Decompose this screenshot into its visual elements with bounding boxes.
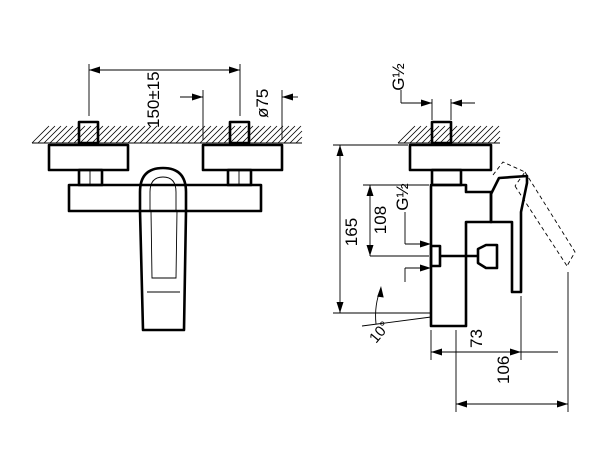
hatch-line <box>181 125 200 144</box>
hatch-line <box>97 125 116 144</box>
hatch-line <box>397 125 416 144</box>
front-body <box>67 183 263 213</box>
hatch-line <box>211 125 230 144</box>
hatch-line <box>415 125 434 144</box>
hatch-line <box>259 125 278 144</box>
hatch-line <box>253 125 272 144</box>
dim-spacing: 150±15 <box>144 71 163 128</box>
hatch-line <box>85 125 104 144</box>
hatch-line <box>145 125 164 144</box>
hatch-line <box>205 125 224 144</box>
hatch-line <box>157 125 176 144</box>
hatch-line <box>121 125 140 144</box>
hatch-line <box>229 125 248 144</box>
hatch-line <box>493 136 501 144</box>
dim-depth-long: 106 <box>494 356 513 384</box>
hatch-line <box>295 136 303 144</box>
front-right-connector <box>226 168 253 187</box>
hatch-line <box>403 125 422 144</box>
hatch-line <box>241 125 260 144</box>
hatch-line <box>73 125 92 144</box>
hatch-line <box>43 125 62 144</box>
front-left-pipe <box>77 120 100 145</box>
hatch-line <box>91 125 110 144</box>
hatch-line <box>193 125 212 144</box>
hatch-line <box>457 125 476 144</box>
dim-thread-top: G½ <box>389 63 408 90</box>
hatch-line <box>271 125 290 144</box>
hatch-line <box>139 125 158 144</box>
hatch-line <box>475 125 494 144</box>
hatch-line <box>445 125 464 144</box>
hatch-line <box>61 125 80 144</box>
hatch-line <box>481 125 500 144</box>
hatch-line <box>187 125 206 144</box>
hatch-line <box>199 125 218 144</box>
hatch-line <box>115 125 134 144</box>
side-wall-hatch <box>397 125 501 144</box>
side-pipe <box>430 120 453 145</box>
hatch-line <box>55 125 74 144</box>
side-view: G½ G½ 108 165 10° <box>333 63 576 412</box>
dim-depth-short: 73 <box>467 329 486 348</box>
dim-thread-side: G½ <box>393 183 412 210</box>
hatch-line <box>247 125 266 144</box>
hatch-line <box>175 125 194 144</box>
front-left-flange <box>47 143 130 172</box>
hatch-line <box>283 125 302 144</box>
hatch-line <box>277 125 296 144</box>
dim-height-inner: 108 <box>371 206 390 234</box>
hatch-line <box>103 125 122 144</box>
hatch-line <box>265 125 284 144</box>
hatch-line <box>37 125 56 144</box>
hatch-line <box>151 125 170 144</box>
hatch-line <box>67 125 86 144</box>
front-right-pipe <box>228 120 251 145</box>
side-lever <box>489 174 529 294</box>
side-flange <box>408 143 493 172</box>
hatch-line <box>451 125 470 144</box>
side-lever-dashed <box>492 161 576 267</box>
hatch-line <box>409 125 428 144</box>
front-spout <box>138 166 188 332</box>
hatch-line <box>433 125 452 144</box>
hatch-line <box>49 125 68 144</box>
side-connector <box>430 168 463 187</box>
hatch-line <box>469 125 488 144</box>
hatch-line <box>487 130 501 144</box>
hatch-line <box>421 125 440 144</box>
side-diverter-stem <box>429 244 442 268</box>
front-wall-hatch <box>31 125 303 144</box>
hatch-line <box>289 130 303 144</box>
hatch-line <box>31 125 50 144</box>
dim-diameter: ø75 <box>253 89 272 118</box>
hatch-line <box>109 125 128 144</box>
hatch-line <box>223 125 242 144</box>
front-left-connector <box>77 168 104 187</box>
hatch-line <box>169 125 188 144</box>
hatch-line <box>463 125 482 144</box>
hatch-line <box>439 125 458 144</box>
hatch-line <box>127 125 146 144</box>
hatch-line <box>79 125 98 144</box>
side-diverter-knob <box>476 243 499 270</box>
hatch-line <box>217 125 236 144</box>
hatch-line <box>133 125 152 144</box>
hatch-line <box>163 125 182 144</box>
front-right-flange <box>201 143 284 172</box>
front-view: 150±15 ø75 <box>31 64 303 332</box>
dim-height-outer: 165 <box>342 218 361 246</box>
